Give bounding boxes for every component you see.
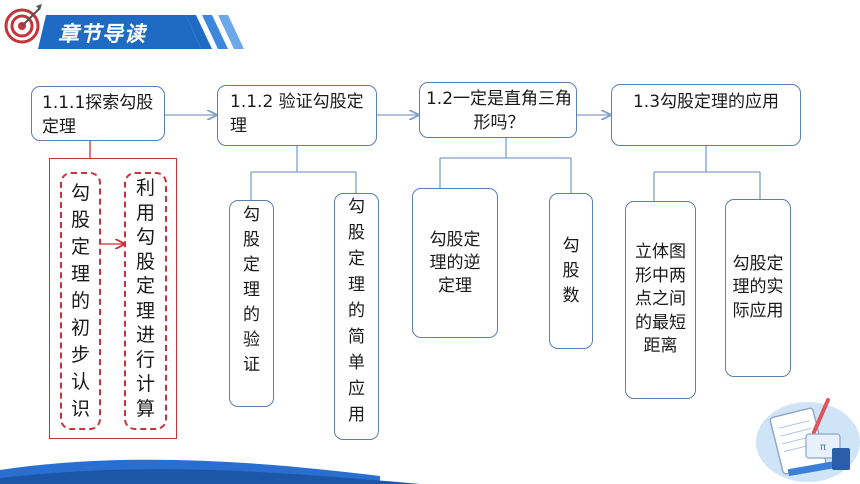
box-simple-application-label: 勾股定理的简单应用: [348, 197, 365, 425]
node-1-1-1-label: 1.1.1探索勾股定理: [42, 93, 154, 137]
bottom-wave-decoration: [0, 459, 420, 484]
box-initial-understanding: 勾股定理的初步认识: [60, 172, 101, 430]
node-1-2-label: 1.2一定是直角三角形吗？: [425, 89, 573, 133]
header: 章节导读: [0, 0, 260, 60]
title-banner: [38, 15, 244, 49]
box-initial-understanding-label: 勾股定理的初步认识: [71, 182, 91, 420]
box-calculation: 利用勾股定理进行计算: [124, 172, 167, 430]
target-icon: [4, 4, 42, 44]
box-simple-application: 勾股定理的简单应用: [334, 193, 379, 440]
node-1-1-1: 1.1.1探索勾股定理: [31, 86, 165, 141]
node-1-1-2: 1.1.2 验证勾股定理: [217, 85, 377, 146]
svg-text:π: π: [820, 442, 826, 453]
page-title: 章节导读: [58, 22, 146, 46]
node-1-2: 1.2一定是直角三角形吗？: [419, 82, 577, 138]
node-1-3-label: 1.3勾股定理的应用: [632, 92, 780, 112]
box-pythagorean-numbers-label: 勾股数: [562, 235, 580, 306]
box-converse-theorem-label: 勾股定理的逆定理: [429, 229, 481, 296]
box-verification-label: 勾股定理的验证: [243, 205, 260, 375]
box-shortest-distance: 立体图形中两点之间的最短距离: [625, 201, 696, 399]
box-verification: 勾股定理的验证: [229, 200, 274, 407]
node-1-1-2-label: 1.1.2 验证勾股定理: [230, 92, 364, 136]
node-1-3: 1.3勾股定理的应用: [611, 84, 801, 146]
notebook-ruler-illustration: π: [756, 398, 860, 482]
red-frame: [49, 158, 177, 439]
box-converse-theorem: 勾股定理的逆定理: [412, 188, 498, 338]
box-calculation-label: 利用勾股定理进行计算: [136, 177, 156, 420]
box-pythagorean-numbers: 勾股数: [549, 193, 593, 349]
box-practical-application: 勾股定理的实际应用: [725, 199, 791, 377]
box-practical-application-label: 勾股定理的实际应用: [732, 253, 784, 321]
box-shortest-distance-label: 立体图形中两点之间的最短距离: [635, 242, 686, 357]
